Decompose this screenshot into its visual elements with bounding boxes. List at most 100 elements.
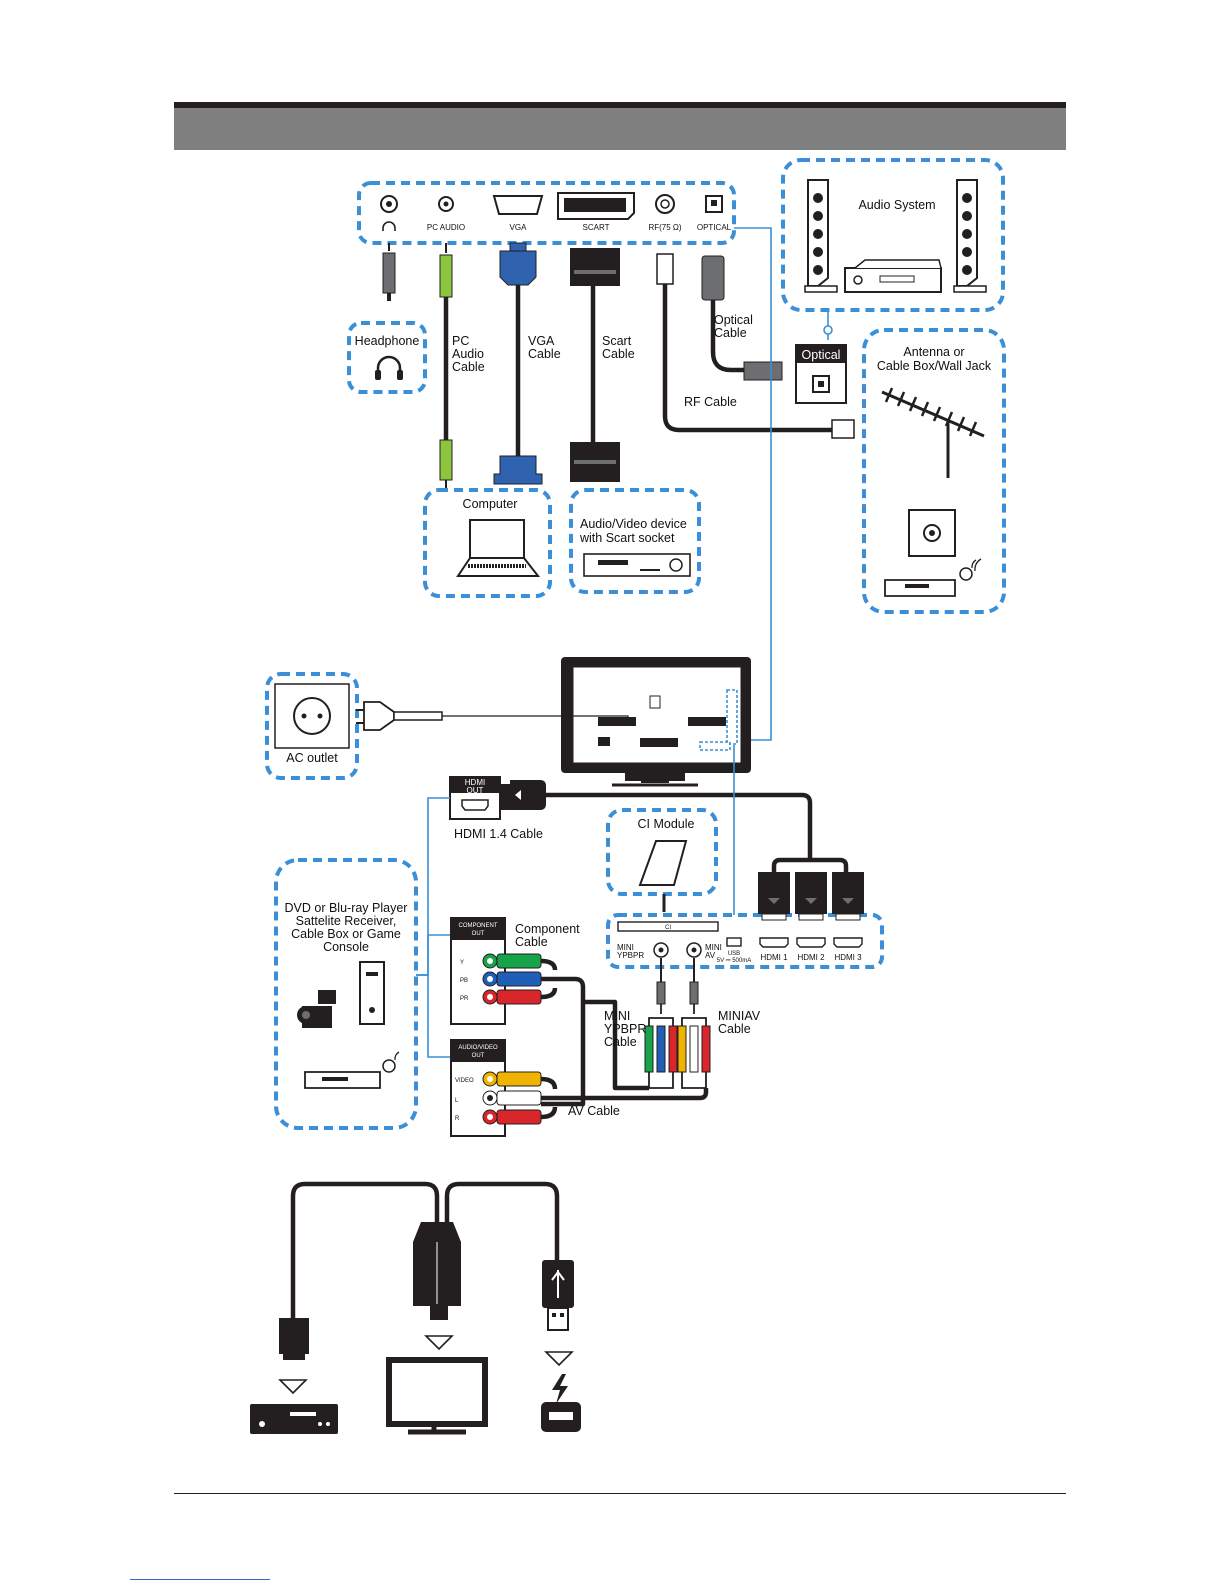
player-component-link-line — [416, 934, 450, 976]
scart-cable-label-2: Cable — [602, 347, 635, 361]
headphone-box — [347, 321, 427, 394]
mini-breakout-cables: MINI YPBPR Cable MINIAV Cable — [583, 958, 761, 1091]
mini-ypbpr-port-label-2: YPBPR — [617, 951, 644, 960]
wall-jack-icon — [908, 509, 956, 557]
vga-port: VGA — [492, 195, 544, 232]
hdmi2-port: HDMI 2 — [796, 937, 826, 962]
scart-cable-label-1: Scart — [602, 334, 632, 348]
optical-port: OPTICAL — [697, 195, 732, 232]
bottom-link-underline — [130, 1579, 270, 1580]
antenna-box: Antenna or Cable Box/Wall Jack — [862, 328, 1006, 614]
antenna-label-1: Antenna or — [903, 345, 964, 359]
headphone-icon — [382, 221, 396, 231]
hdmi3-port-label: HDMI 3 — [834, 953, 862, 962]
cable-box-icon — [884, 558, 982, 597]
miniav-cable-label-2: Cable — [718, 1022, 751, 1036]
ci-slot — [617, 921, 719, 932]
amplifier-icon — [844, 259, 942, 293]
player-label-3: Cable Box or Game — [291, 927, 401, 941]
set-top-box-icon — [304, 1051, 400, 1089]
player-box: DVD or Blu-ray Player Sattelite Receiver… — [274, 797, 450, 1130]
pc-audio-port: PC AUDIO — [427, 196, 465, 232]
arrow-down-icon — [544, 1351, 574, 1367]
pc-audio-cable: PC Audio Cable — [439, 243, 485, 490]
tv-rear-view — [561, 657, 751, 787]
hdmi-plug-2 — [795, 872, 827, 921]
hdmi-cable-label: HDMI 1.4 Cable — [454, 827, 543, 841]
audio-system-label: Audio System — [858, 198, 935, 212]
vga-port-label: VGA — [510, 223, 528, 232]
ac-outlet-label: AC outlet — [286, 751, 338, 765]
component-pr-label: PR — [460, 996, 469, 1002]
antenna-icon — [881, 387, 985, 478]
player-icon — [250, 1404, 338, 1434]
ac-outlet-box: AC outlet — [265, 672, 629, 780]
player-label-1: DVD or Blu-ray Player — [285, 901, 408, 915]
component-out-panel: COMPONENT OUT Y PB PR Component Cable — [450, 917, 586, 1107]
computer-box: Computer — [423, 488, 552, 598]
av-out-label-2: OUT — [472, 1053, 485, 1059]
optical-port-box-label: Optical — [802, 348, 841, 362]
usb-port — [726, 937, 742, 947]
rf-cable-label: RF Cable — [684, 395, 737, 409]
hdmi-plug-3 — [832, 872, 864, 921]
laptop-icon — [456, 519, 541, 577]
mini-ypbpr-port-label-1: MINI — [617, 943, 634, 952]
rear-port-panel: PC AUDIO VGA SCART RF(75 Ω) OPTICAL — [357, 181, 736, 245]
headphone-port — [380, 195, 398, 231]
headphone-label: Headphone — [355, 334, 420, 348]
component-cable-label-2: Cable — [515, 935, 548, 949]
audio-system-box: Audio System — [781, 158, 1005, 340]
charging-icon — [541, 1374, 581, 1432]
computer-label: Computer — [463, 497, 518, 511]
hdmi-out-panel: HDMI OUT HDMI 1.4 Cable — [449, 776, 813, 858]
component-out-label-1: COMPONENT — [459, 923, 498, 929]
component-cable-label-1: Component — [515, 922, 580, 936]
optical-cable: Optical Cable Optical — [701, 255, 847, 404]
ci-card-icon — [638, 840, 688, 886]
camcorder-icon — [297, 990, 336, 1028]
av-cable-label: AV Cable — [568, 1104, 620, 1118]
hdmi-out-label-1: HDMI — [465, 778, 485, 787]
usb-plug-icon — [542, 1260, 574, 1331]
av-device-label-2: with Scart socket — [579, 531, 675, 545]
scart-cable: Scart Cable — [570, 248, 635, 482]
hdmi-plugs — [758, 857, 864, 921]
scart-port: SCART — [557, 192, 635, 232]
mini-ypbpr-cable-label-1: MINI — [604, 1009, 630, 1023]
optical-cable-label-2: Cable — [714, 326, 747, 340]
rf-port-label: RF(75 Ω) — [648, 223, 681, 232]
mini-ypbpr-cable-label-3: Cable — [604, 1035, 637, 1049]
player-hdmi-link-line — [416, 797, 450, 976]
mini-av-port-label-1: MINI — [705, 943, 722, 952]
miniav-cable-label-1: MINIAV — [718, 1009, 761, 1023]
headphone-device-icon — [376, 355, 402, 374]
av-receiver-icon — [583, 553, 691, 577]
hdmi1-port: HDMI 1 — [759, 937, 789, 962]
av-device-box: Audio/Video device with Scart socket — [569, 488, 701, 594]
mini-ypbpr-cable-label-2: YPBPR — [604, 1022, 646, 1036]
av-video-label: VIDEO — [455, 1078, 474, 1084]
section-header-bar — [174, 102, 1066, 150]
vga-cable-label-1: VGA — [528, 334, 555, 348]
rf-port: RF(75 Ω) — [648, 194, 682, 232]
player-label-4: Console — [323, 940, 369, 954]
pc-audio-cable-label-3: Cable — [452, 360, 485, 374]
footer-rule — [174, 1493, 1066, 1494]
speaker-right-icon — [953, 179, 987, 293]
player-label-2: Sattelite Receiver, — [296, 914, 397, 928]
hdmi-plug-1 — [758, 872, 790, 921]
antenna-label-2: Cable Box/Wall Jack — [877, 359, 992, 373]
hdmi1-port-label: HDMI 1 — [760, 953, 788, 962]
rf-cable: RF Cable — [656, 253, 855, 439]
mhl-diagram — [250, 1181, 581, 1435]
optical-cable-label-1: Optical — [714, 313, 753, 327]
power-plug-icon — [356, 701, 443, 731]
side-port-panel: CI MINI YPBPR MINI AV USB 5V ⎓ 500mA HDM… — [606, 913, 884, 969]
component-y-label: Y — [460, 960, 464, 966]
ci-module-box: CI Module — [606, 808, 718, 912]
component-out-label-2: OUT — [472, 931, 485, 937]
hdmi-plug-icon — [279, 1318, 309, 1360]
mini-av-port-label-2: AV — [705, 951, 716, 960]
